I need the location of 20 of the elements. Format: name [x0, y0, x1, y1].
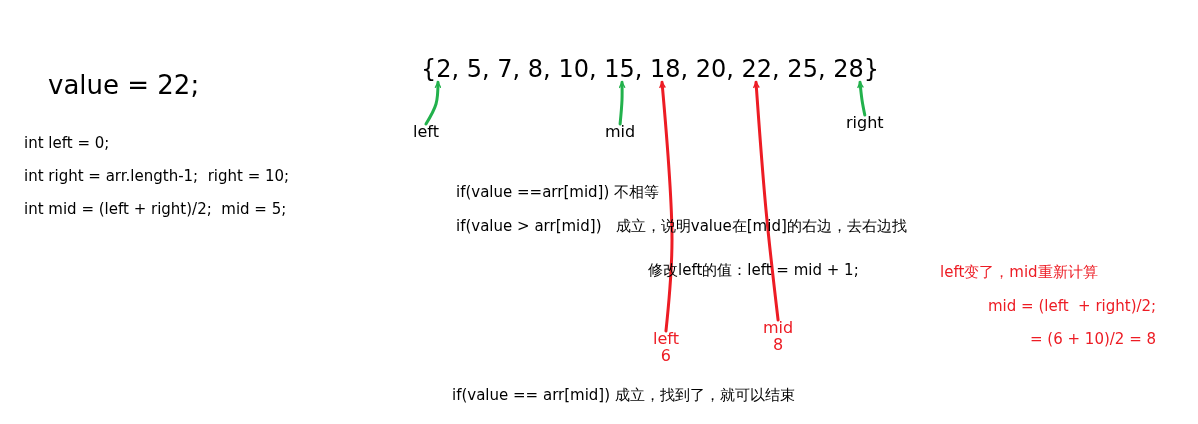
pointer-label: mid — [605, 124, 636, 141]
formula-text: = (6 + 10)/2 = 8 — [1030, 330, 1157, 348]
pointer-arrow — [618, 80, 626, 126]
assignment-text: value = 22; — [48, 70, 200, 102]
code-line: int mid = (left + right)/2; mid = 5; — [24, 200, 287, 218]
pointer-label: left 6 — [653, 331, 679, 365]
code-line: int left = 0; — [24, 134, 110, 152]
pointer-label: right — [846, 115, 884, 132]
formula-text: mid = (left + right)/2; — [988, 297, 1157, 315]
pointer-arrow — [659, 80, 674, 333]
array-text: {2, 5, 7, 8, 10, 15, 18, 20, 22, 25, 28} — [421, 57, 879, 83]
pointer-arrow — [752, 80, 780, 322]
pointer-arrow — [424, 80, 442, 126]
condition-text: if(value ==arr[mid]) 不相等 — [456, 183, 660, 201]
code-line: int right = arr.length-1; right = 10; — [24, 167, 290, 185]
note-text: left变了，mid重新计算 — [940, 263, 1098, 281]
pointer-label: left — [413, 124, 439, 141]
condition-text: if(value == arr[mid]) 成立，找到了，就可以结束 — [452, 386, 795, 404]
pointer-label: mid 8 — [763, 320, 794, 354]
pointer-arrow — [857, 80, 867, 117]
